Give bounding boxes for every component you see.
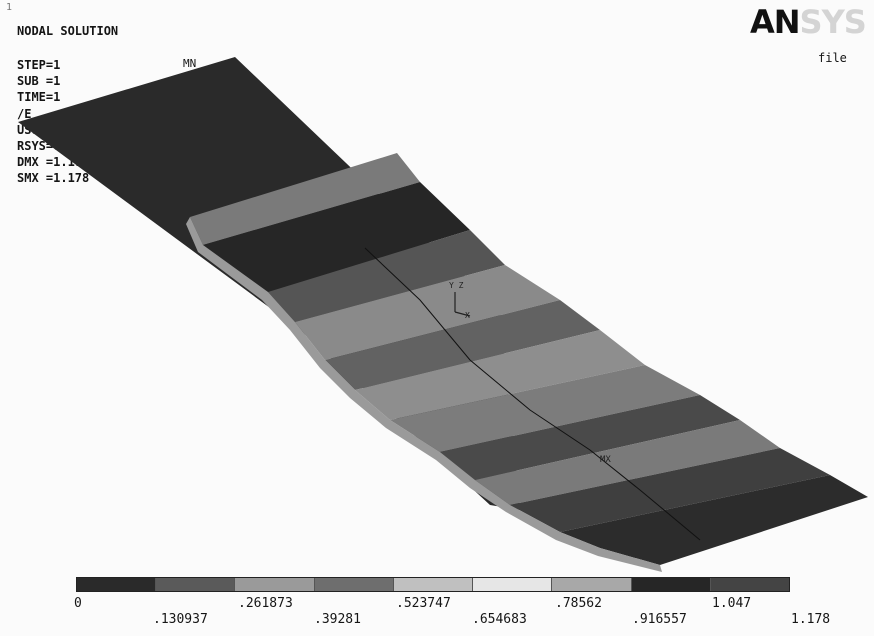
contour-band-9 [475, 420, 780, 505]
ansys-logo: ANSYS [750, 3, 867, 41]
contour-legend-bar [76, 577, 790, 592]
legend-label-top: .261873 [238, 596, 293, 611]
contour-band-1 [190, 153, 420, 245]
contour-band-6 [355, 330, 645, 420]
legend-swatch [552, 578, 632, 591]
contour-band-8 [440, 395, 740, 480]
legend-label-bottom: .130937 [153, 612, 208, 627]
legend-label-bottom: .654683 [472, 612, 527, 627]
legend-swatch [235, 578, 315, 591]
legend-label-top: .78562 [555, 596, 602, 611]
legend-label-top: .523747 [396, 596, 451, 611]
contour-band-4 [295, 265, 560, 360]
contour-band-2 [203, 182, 470, 292]
legend-swatch [393, 578, 474, 591]
plate-centerline [364, 247, 701, 541]
legend-label-top: 0 [74, 596, 82, 611]
file-label: file [818, 51, 847, 65]
legend-swatch [156, 578, 236, 591]
coordinate-triad: Y Z X [449, 281, 471, 320]
contour-band-10 [510, 448, 830, 532]
info-time: TIME=1 [17, 90, 61, 105]
plot-title: NODAL SOLUTION [17, 24, 119, 38]
legend-label-top: 1.047 [712, 596, 752, 611]
legend-swatch [710, 578, 789, 591]
legend-label-bottom: .916557 [632, 612, 687, 627]
contour-band-7 [390, 365, 700, 452]
info-line-4: /E [17, 106, 32, 121]
legend-label-bottom: 1.178 [791, 612, 831, 627]
logo-strong-text: AN [750, 3, 801, 41]
triad-yz-label: Y Z [449, 281, 464, 290]
contour-band-3 [268, 230, 505, 322]
contour-band-11 [560, 475, 868, 565]
contour-band-5 [325, 300, 600, 390]
legend-swatch [631, 578, 711, 591]
logo-faint-text: SYS [799, 3, 867, 41]
mn-marker: MN [183, 57, 197, 70]
triad-x-label: X [465, 311, 470, 320]
info-sub: SUB =1 [17, 74, 61, 89]
window-number: 1 [6, 2, 13, 13]
legend-swatch [314, 578, 394, 591]
legend-label-bottom: .39281 [314, 612, 361, 627]
info-step: STEP=1 [17, 58, 61, 72]
legend-swatch [77, 578, 157, 591]
mx-marker: MX [600, 455, 611, 465]
legend-swatch [473, 578, 553, 591]
info-smx: SMX =1.178 [17, 171, 90, 186]
